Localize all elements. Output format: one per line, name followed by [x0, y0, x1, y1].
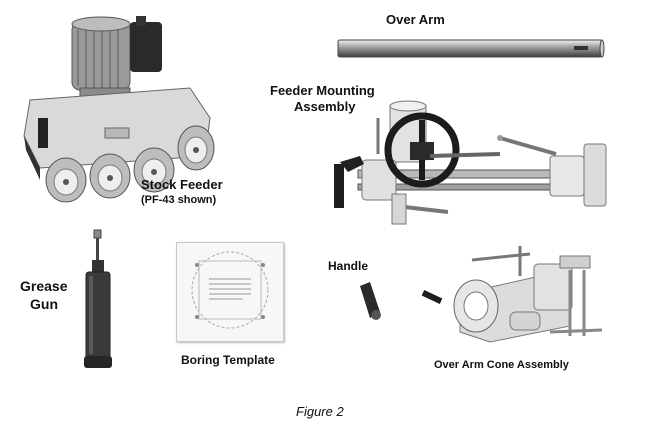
over-arm-cone-assembly-photo: [421, 246, 603, 343]
feeder-mounting-assembly-photo: [334, 100, 607, 225]
grease-gun-label-line2: Gun: [30, 296, 58, 312]
boring-template-label: Boring Template: [181, 353, 275, 367]
over-arm-cone-label: Over Arm Cone Assembly: [434, 359, 569, 371]
boring-template-sheet: [176, 242, 284, 342]
stock-feeder-label: Stock Feeder: [141, 177, 223, 192]
over-arm-label: Over Arm: [386, 12, 445, 27]
handle-label: Handle: [328, 259, 369, 273]
stock-feeder-photo: [23, 16, 215, 203]
feeder-mounting-label-line2: Assembly: [294, 99, 356, 114]
grease-gun-label-line1: Grease: [20, 278, 68, 294]
template-drawing: [191, 251, 269, 329]
handle-photo: [360, 282, 381, 320]
feeder-mounting-label-line1: Feeder Mounting: [270, 83, 375, 98]
figure-caption: Figure 2: [296, 404, 344, 419]
grease-gun-photo: [84, 229, 112, 368]
over-arm-photo: [337, 39, 605, 58]
stock-feeder-note: (PF-43 shown): [141, 194, 217, 206]
